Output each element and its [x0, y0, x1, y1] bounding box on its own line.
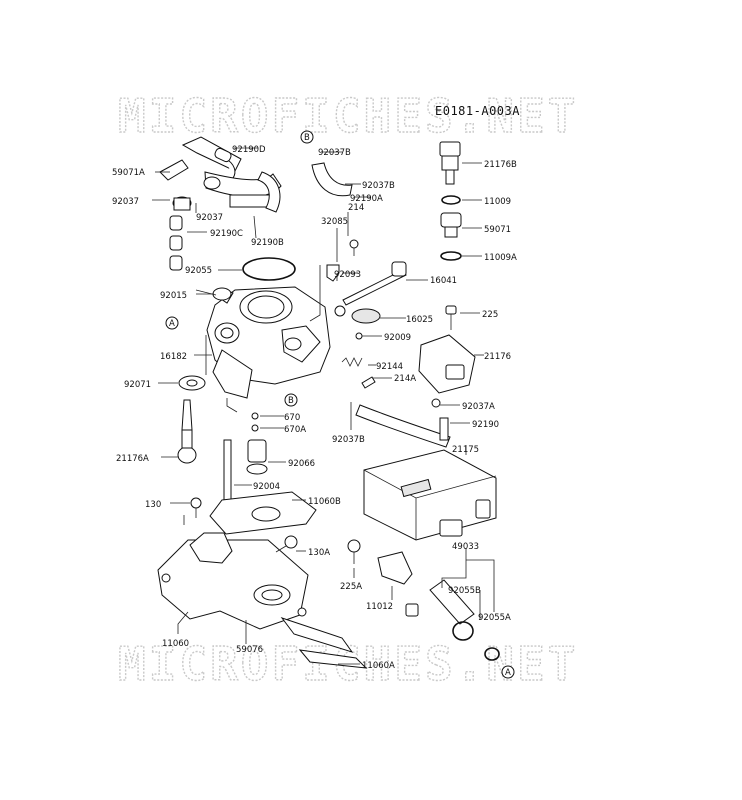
hose-end-92190 [439, 417, 449, 441]
washer-92093 [334, 305, 346, 317]
ref-mark-a-left: A [165, 316, 179, 330]
svg-text:B: B [288, 396, 294, 406]
sensor-49033 [405, 579, 475, 625]
hose-assembly-top-left [159, 136, 282, 271]
label-92037b-2: 92037B [362, 181, 395, 191]
label-59076: 59076 [236, 645, 263, 655]
svg-text:B: B [304, 133, 310, 143]
label-59071a: 59071A [112, 168, 145, 178]
label-130: 130 [145, 500, 161, 510]
screw-214 [349, 239, 359, 256]
label-21175: 21175 [452, 445, 479, 455]
duct-59076 [280, 617, 354, 653]
diagram-code: E0181-A003A [435, 104, 520, 118]
label-16041: 16041 [430, 276, 457, 286]
label-11060a: 11060A [362, 661, 395, 671]
bracket-32085 [326, 264, 340, 282]
part-labels: 92190D 59071A 92037 92037 92190C 92190B … [112, 145, 517, 671]
leader-lines [152, 147, 495, 665]
label-92071: 92071 [124, 380, 151, 390]
washer-11009a [440, 251, 462, 261]
label-92015: 92015 [160, 291, 187, 301]
o-ring-92055a [484, 647, 500, 661]
label-92055a: 92055A [478, 613, 511, 623]
label-21176a: 21176A [116, 454, 149, 464]
label-670a: 670A [284, 425, 306, 435]
label-92093: 92093 [334, 270, 361, 280]
label-92055: 92055 [185, 266, 212, 276]
stud-92004 [223, 439, 232, 503]
label-92190: 92190 [472, 420, 499, 430]
bolt-130 [190, 497, 202, 518]
clip-92037a [431, 398, 441, 408]
label-92037b-1: 92037B [318, 148, 351, 158]
label-214: 214 [348, 203, 364, 213]
o-ring-92055 [242, 257, 296, 281]
sensor-21176 [418, 334, 476, 394]
rod-16041 [342, 261, 407, 306]
svg-text:A: A [505, 668, 511, 678]
label-225: 225 [482, 310, 498, 320]
screw-225a [347, 539, 361, 564]
label-92190b: 92190B [251, 238, 284, 248]
label-21176b: 21176B [484, 160, 517, 170]
ref-mark-a-bottom: A [501, 665, 515, 679]
label-92004: 92004 [253, 482, 280, 492]
hose-92190a [311, 162, 353, 197]
manifold-11060 [157, 532, 309, 630]
plate-16025 [351, 308, 381, 324]
gasket-11060b [209, 491, 317, 535]
plug-59071 [440, 212, 462, 238]
label-92144: 92144 [376, 362, 403, 372]
bracket-11012 [377, 551, 413, 585]
label-130a: 130A [308, 548, 330, 558]
label-16025: 16025 [406, 315, 433, 325]
throttle-body [195, 286, 331, 399]
svg-text:A: A [169, 319, 175, 329]
label-670: 670 [284, 413, 300, 423]
screw-214a [361, 376, 376, 389]
label-11009a: 11009A [484, 253, 517, 263]
label-49033: 49033 [452, 542, 479, 552]
label-92037b-3: 92037B [332, 435, 365, 445]
label-92055b: 92055B [448, 586, 481, 596]
watermark-top: MICROFICHES.NET [118, 89, 578, 143]
label-92037a: 92037A [462, 402, 495, 412]
label-16182: 16182 [160, 352, 187, 362]
label-11060b: 11060B [308, 497, 341, 507]
label-21176: 21176 [484, 352, 511, 362]
hose-92190 [355, 404, 451, 448]
screw-92009 [355, 332, 363, 340]
o-ring-92055b [452, 621, 474, 641]
bolt-130a [275, 535, 298, 553]
valve-92066 [246, 439, 268, 475]
clamp-92071 [178, 375, 206, 391]
label-59071: 59071 [484, 225, 511, 235]
label-225a: 225A [340, 582, 362, 592]
sensor-21176b [439, 141, 461, 185]
label-11009: 11009 [484, 197, 511, 207]
label-214a: 214A [394, 374, 416, 384]
ecu-21175 [363, 449, 497, 541]
label-92037: 92037 [112, 197, 139, 207]
o-ring-670a [251, 424, 259, 432]
label-92190a: 92190A [350, 194, 383, 204]
label-11012: 11012 [366, 602, 393, 612]
o-ring-670 [251, 412, 259, 420]
ref-mark-b-top: B [300, 130, 314, 144]
label-92009: 92009 [384, 333, 411, 343]
label-11060: 11060 [162, 639, 189, 649]
label-32085: 32085 [321, 217, 348, 227]
label-92037-2: 92037 [196, 213, 223, 223]
sensor-21176a [177, 399, 197, 464]
label-92190d: 92190D [232, 145, 266, 155]
spring-92144 [341, 357, 363, 367]
washer-11009 [441, 195, 461, 205]
label-92066: 92066 [288, 459, 315, 469]
ref-mark-b-body: B [284, 393, 298, 407]
label-92190c: 92190C [210, 229, 243, 239]
gasket-11060a [298, 649, 368, 669]
screw-225 [445, 305, 457, 330]
